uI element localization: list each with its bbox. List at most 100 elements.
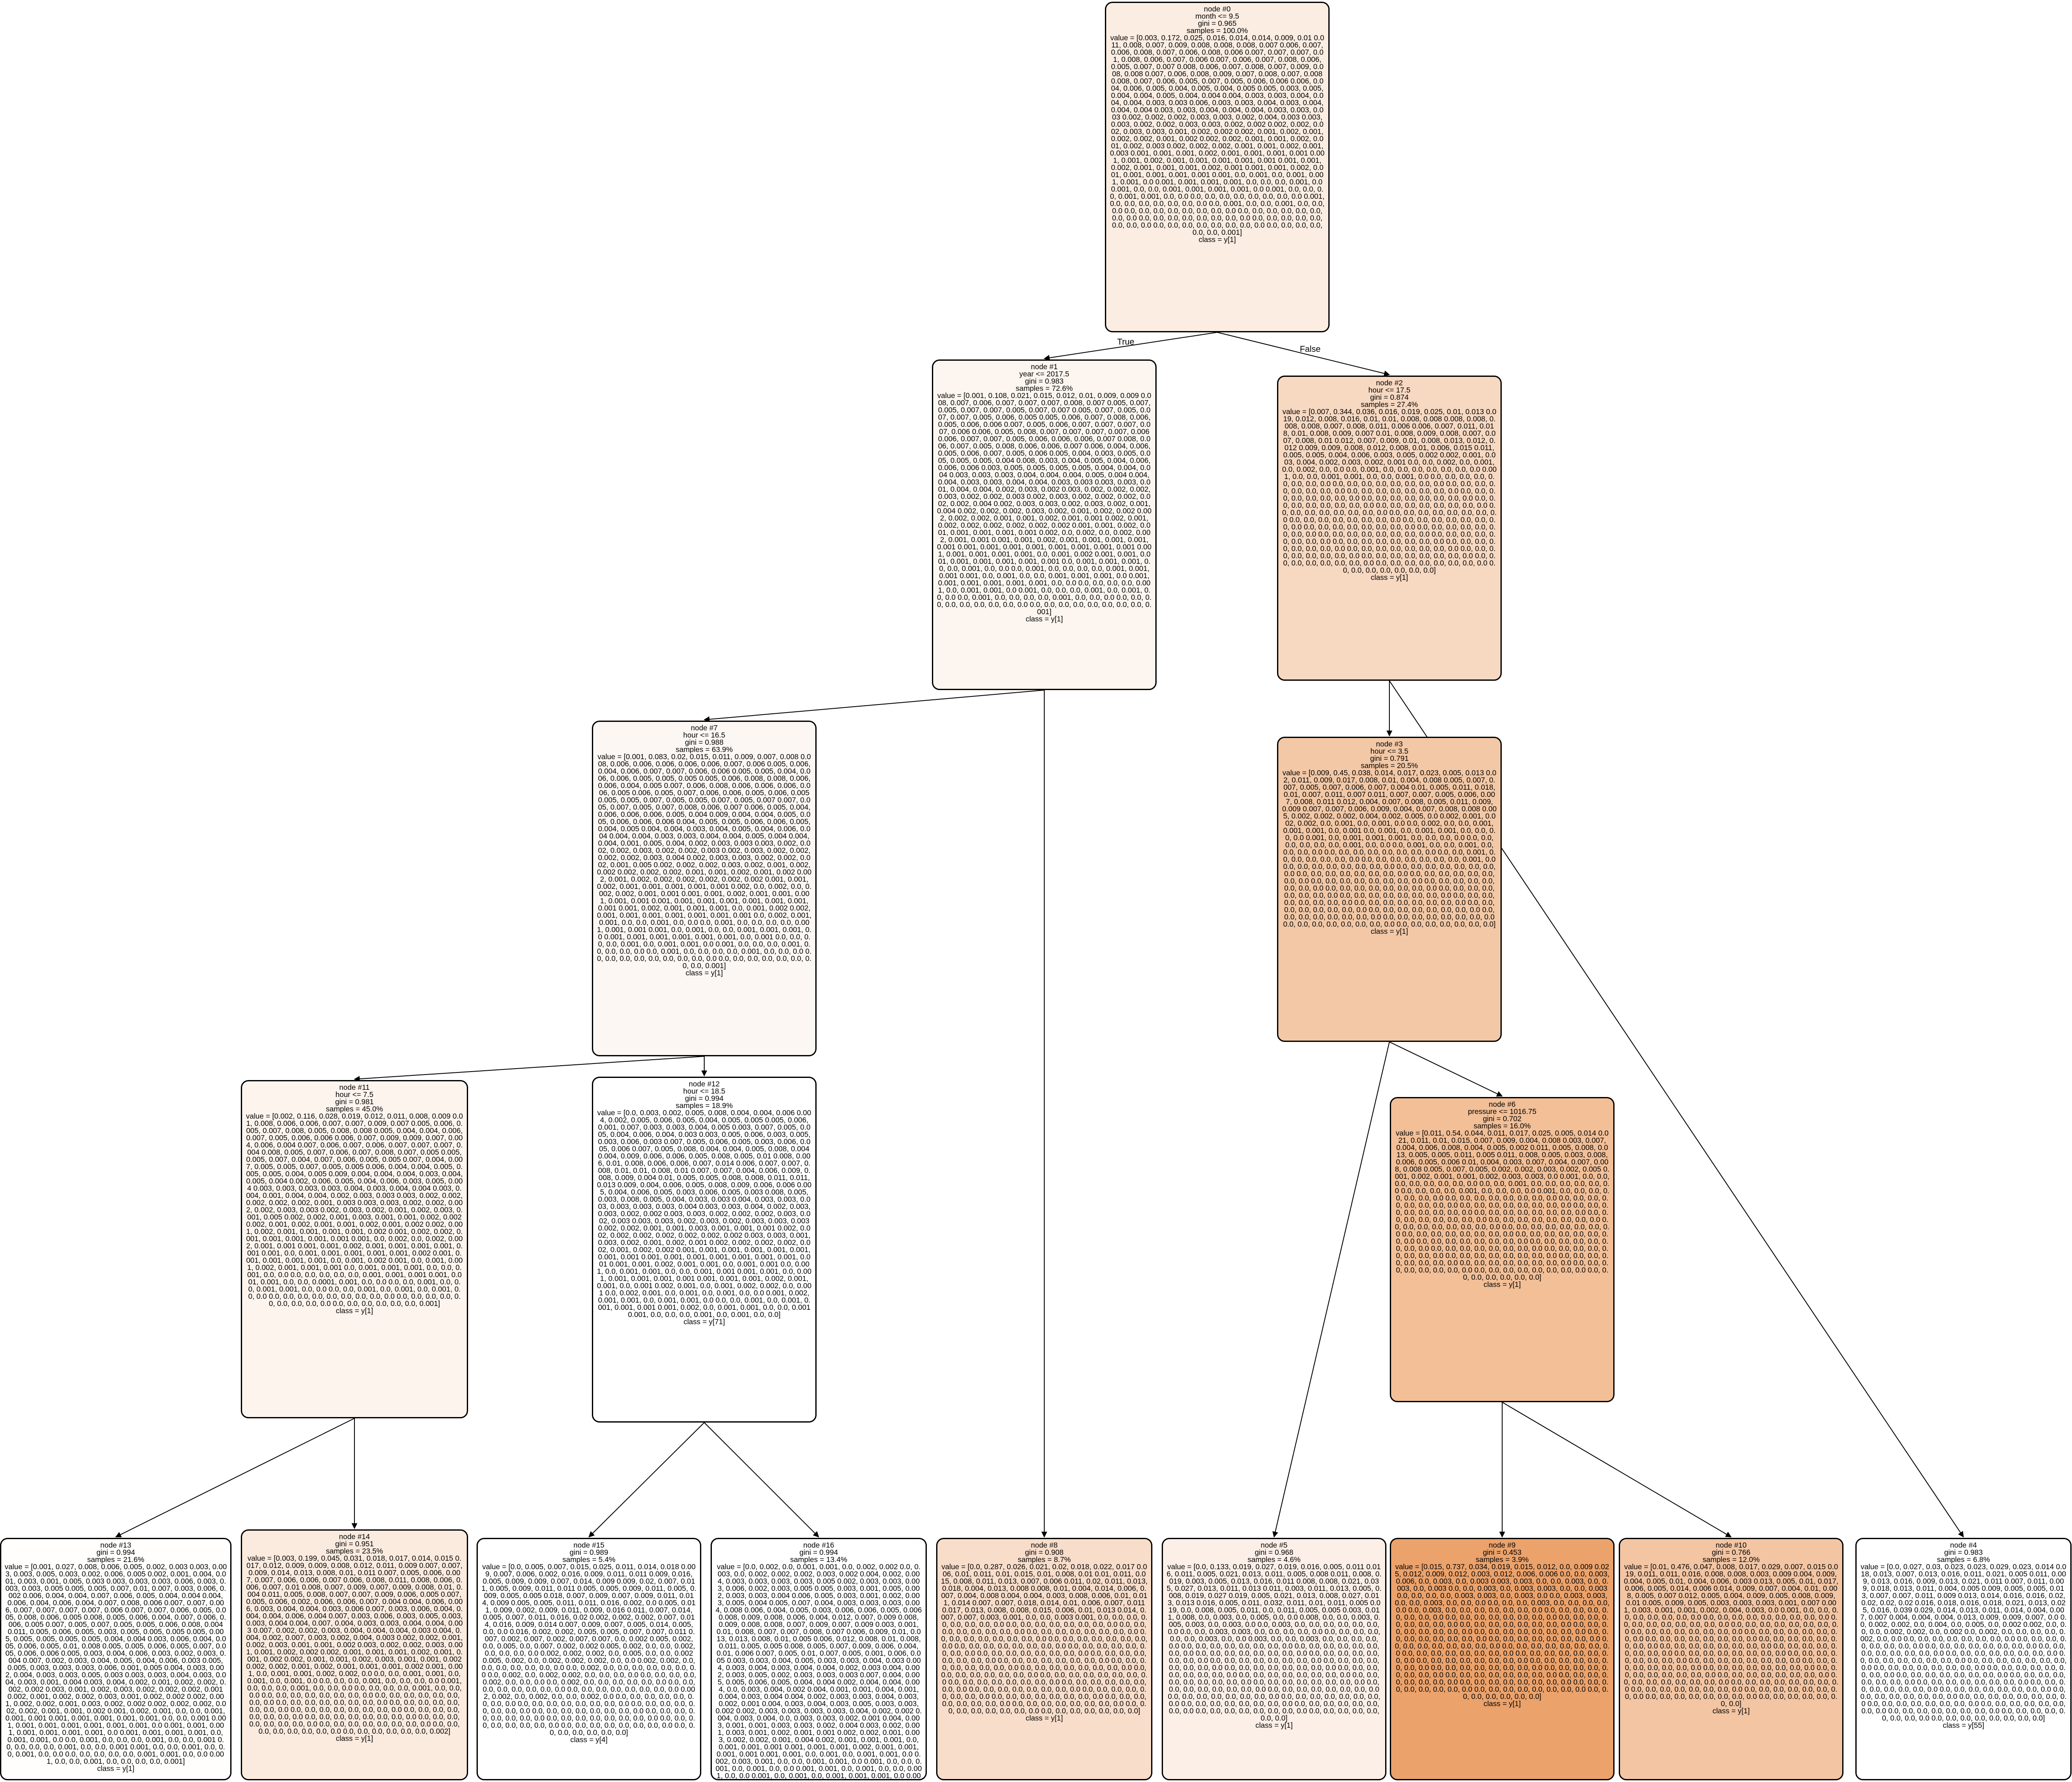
node-class: class = y[1] (1712, 1707, 1750, 1715)
node-class: class = y[1] (1025, 1714, 1063, 1722)
node-value: value = [0.001, 0.083, 0.02, 0.015, 0.01… (597, 752, 814, 970)
node-class: class = y[1] (685, 969, 723, 977)
node-gini: gini = 0.874 (1370, 393, 1409, 401)
node-class: class = y[71] (683, 1317, 725, 1326)
node-value: value = [0.007, 0.344, 0.036, 0.016, 0.0… (1282, 407, 1497, 574)
node-samples: samples = 13.4% (790, 1555, 848, 1564)
node-name: node #14 (339, 1532, 370, 1541)
node-name: node #2 (1376, 379, 1403, 387)
node-value: value = [0.011, 0.54, 0.044, 0.011, 0.01… (1395, 1129, 1612, 1281)
node-gini: gini = 0.968 (1255, 1548, 1294, 1556)
node-samples: samples = 5.4% (562, 1555, 616, 1564)
node-samples: samples = 23.5% (326, 1547, 383, 1555)
node-value: value = [0.001, 0.027, 0.008, 0.006, 0.0… (5, 1562, 227, 1765)
node-value: value = [0.009, 0.45, 0.038, 0.014, 0.01… (1282, 768, 1498, 928)
tree-edge (704, 1422, 819, 1537)
node-class: class = y[55] (1943, 1721, 1984, 1729)
node-gini: gini = 0.994 (96, 1548, 135, 1556)
node-gini: gini = 0.981 (335, 1097, 374, 1106)
node-name: node #12 (689, 1080, 720, 1088)
node-gini: gini = 0.994 (685, 1094, 724, 1103)
node-name: node #9 (1489, 1541, 1516, 1549)
node-value: value = [0.0, 0.027, 0.03, 0.023, 0.023,… (1860, 1562, 2069, 1722)
tree-edge (115, 1418, 355, 1537)
tree-edge (1502, 1402, 1732, 1537)
node-name: node #0 (1204, 5, 1231, 13)
node-class: class = y[1] (335, 1734, 374, 1743)
node-value: value = [0.0, 0.002, 0.0, 0.001, 0.001, … (715, 1562, 922, 1780)
node-class: class = y[1] (335, 1306, 374, 1315)
node-samples: samples = 100.0% (1186, 26, 1248, 35)
node-value: value = [0.015, 0.737, 0.034, 0.019, 0.0… (1395, 1562, 1612, 1701)
node-name: node #11 (339, 1083, 370, 1091)
node-class: class = y[4] (570, 1735, 608, 1744)
node-value: value = [0.0, 0.005, 0.007, 0.015, 0.025… (481, 1562, 698, 1737)
node-gini: gini = 0.988 (685, 738, 724, 746)
node-samples: samples = 16.0% (1473, 1122, 1531, 1130)
node-gini: gini = 0.791 (1370, 754, 1409, 763)
node-split: hour <= 17.5 (1368, 386, 1411, 394)
tree-edge (1272, 1041, 1390, 1538)
node-split: year <= 2017.5 (1019, 370, 1069, 378)
node-samples: samples = 21.6% (87, 1555, 145, 1564)
node-gini: gini = 0.983 (1944, 1548, 1983, 1556)
node-samples: samples = 4.6% (1247, 1555, 1301, 1564)
node-name: node #7 (691, 724, 718, 732)
node-class: class = y[1] (1370, 927, 1408, 936)
node-name: node #3 (1376, 740, 1403, 748)
node-samples: samples = 63.9% (675, 745, 733, 754)
node-value: value = [0.0, 0.133, 0.019, 0.027, 0.019… (1166, 1562, 1383, 1722)
node-name: node #6 (1489, 1100, 1516, 1108)
node-name: node #16 (803, 1541, 834, 1549)
node-gini: gini = 0.453 (1483, 1548, 1522, 1556)
node-split: pressure <= 1016.75 (1468, 1107, 1537, 1116)
node-name: node #8 (1031, 1541, 1058, 1549)
node-name: node #10 (1715, 1541, 1747, 1549)
node-gini: gini = 0.994 (799, 1548, 838, 1556)
tree-edge (1389, 1041, 1503, 1097)
node-class: class = y[1] (1255, 1721, 1293, 1729)
tree-edge (354, 1056, 705, 1082)
edge-label: True (1117, 337, 1134, 347)
node-split: month <= 9.5 (1195, 12, 1239, 20)
node-class: class = y[1] (97, 1764, 135, 1773)
node-samples: samples = 6.8% (1937, 1555, 1990, 1564)
node-name: node #5 (1260, 1541, 1288, 1549)
node-samples: samples = 27.4% (1361, 400, 1418, 409)
tree-edge (1043, 332, 1218, 361)
node-split: hour <= 3.5 (1370, 747, 1408, 755)
node-gini: gini = 0.908 (1025, 1548, 1064, 1556)
node-class: class = y[1] (1025, 615, 1063, 623)
node-class: class = y[1] (1483, 1280, 1521, 1289)
node-split: hour <= 18.5 (683, 1087, 725, 1095)
node-class: class = y[1] (1370, 573, 1408, 582)
node-gini: gini = 0.951 (335, 1540, 374, 1548)
node-class: class = y[1] (1483, 1699, 1521, 1708)
node-gini: gini = 0.965 (1198, 19, 1237, 28)
node-value: value = [0.003, 0.199, 0.045, 0.031, 0.0… (246, 1554, 465, 1735)
node-name: node #1 (1031, 362, 1058, 371)
node-samples: samples = 3.9% (1475, 1555, 1529, 1564)
node-samples: samples = 18.9% (675, 1101, 733, 1110)
node-samples: samples = 12.0% (1702, 1555, 1760, 1564)
node-name: node #15 (573, 1541, 605, 1549)
node-name: node #13 (100, 1541, 131, 1549)
node-value: value = [0.003, 0.172, 0.025, 0.016, 0.0… (1110, 33, 1327, 237)
